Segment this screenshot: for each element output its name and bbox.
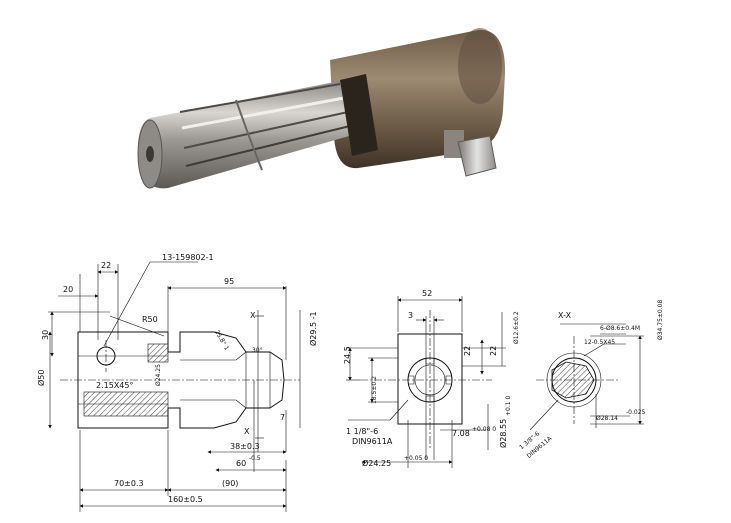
label-70: 70±0.3 [114, 479, 144, 488]
label-160: 160±0.5 [168, 495, 203, 504]
label-angle: 25.8° 1 [213, 329, 230, 352]
label-24-5: 24.5 [343, 346, 352, 364]
label-28-14-tol: -0.025 [626, 409, 646, 416]
label-phi24: Ø24.25 [155, 364, 162, 386]
label-90: (90) [222, 479, 238, 488]
label-22b: 22 [489, 346, 498, 356]
label-30deg: 30° [252, 347, 263, 354]
label-60: 60 [236, 459, 246, 468]
label-34-75: Ø34.75±0.08 [657, 300, 664, 340]
middle-view: 52 3 Ø12.6±0.2 24.5 22 22 18.5±0.2 1 1/8… [343, 289, 520, 468]
label-spline-spec: 13-159802-1 [162, 253, 214, 262]
label-24-25: Ø24.25 [362, 458, 391, 468]
label-r50: R50 [142, 315, 158, 324]
label-chamfer: 2.15X45° [96, 381, 133, 390]
label-38: 38±0.3 [230, 442, 260, 451]
part-photo [137, 28, 506, 189]
section-x-top: X [250, 311, 256, 320]
label-7-08: 7.08 [452, 429, 470, 438]
label-12-chamfer: 12-0.5X45 [584, 339, 615, 346]
label-7-08-tol: +0.08 0 [472, 426, 496, 433]
label-6-holes: 6-Ø8.6±0.4M [600, 325, 640, 332]
label-18-5: 18.5±0.2 [371, 376, 378, 404]
label-3: 3 [408, 311, 413, 320]
label-12-6: Ø12.6±0.2 [513, 311, 520, 344]
label-28-14: Ø28.14 [596, 415, 618, 422]
label-phi50: Ø50 [36, 370, 46, 386]
label-22a: 22 [463, 346, 472, 356]
label-29-5: Ø29.5 -1 [308, 311, 318, 346]
part-spline-shaft [137, 80, 356, 189]
label-95: 95 [224, 277, 234, 286]
label-60-tol: -0.5 [249, 455, 261, 462]
label-din: DIN9611A [352, 437, 393, 446]
right-view: X-X 6-Ø8.6±0.4M Ø34.75±0.08 12-0.5X45 1 … [518, 300, 664, 460]
label-28-55: Ø28.55 [498, 419, 508, 448]
section-x-bot: X [244, 427, 250, 436]
label-28-55-tol: +0.1 0 [505, 396, 512, 416]
label-thread: 1 1/8"-6 [346, 427, 378, 436]
label-22: 22 [101, 261, 111, 270]
label-7: 7 [280, 413, 285, 422]
label-30: 30 [41, 330, 50, 340]
label-24-25-tol: +0.05 0 [404, 455, 428, 462]
label-20: 20 [63, 285, 73, 294]
label-52: 52 [422, 289, 432, 298]
part-bolt [444, 130, 497, 177]
section-title: X-X [558, 311, 572, 320]
left-view: 13-159802-1 22 20 95 30 R50 X 25.8° 1 30… [36, 253, 318, 512]
part-collar-ring [340, 74, 378, 156]
